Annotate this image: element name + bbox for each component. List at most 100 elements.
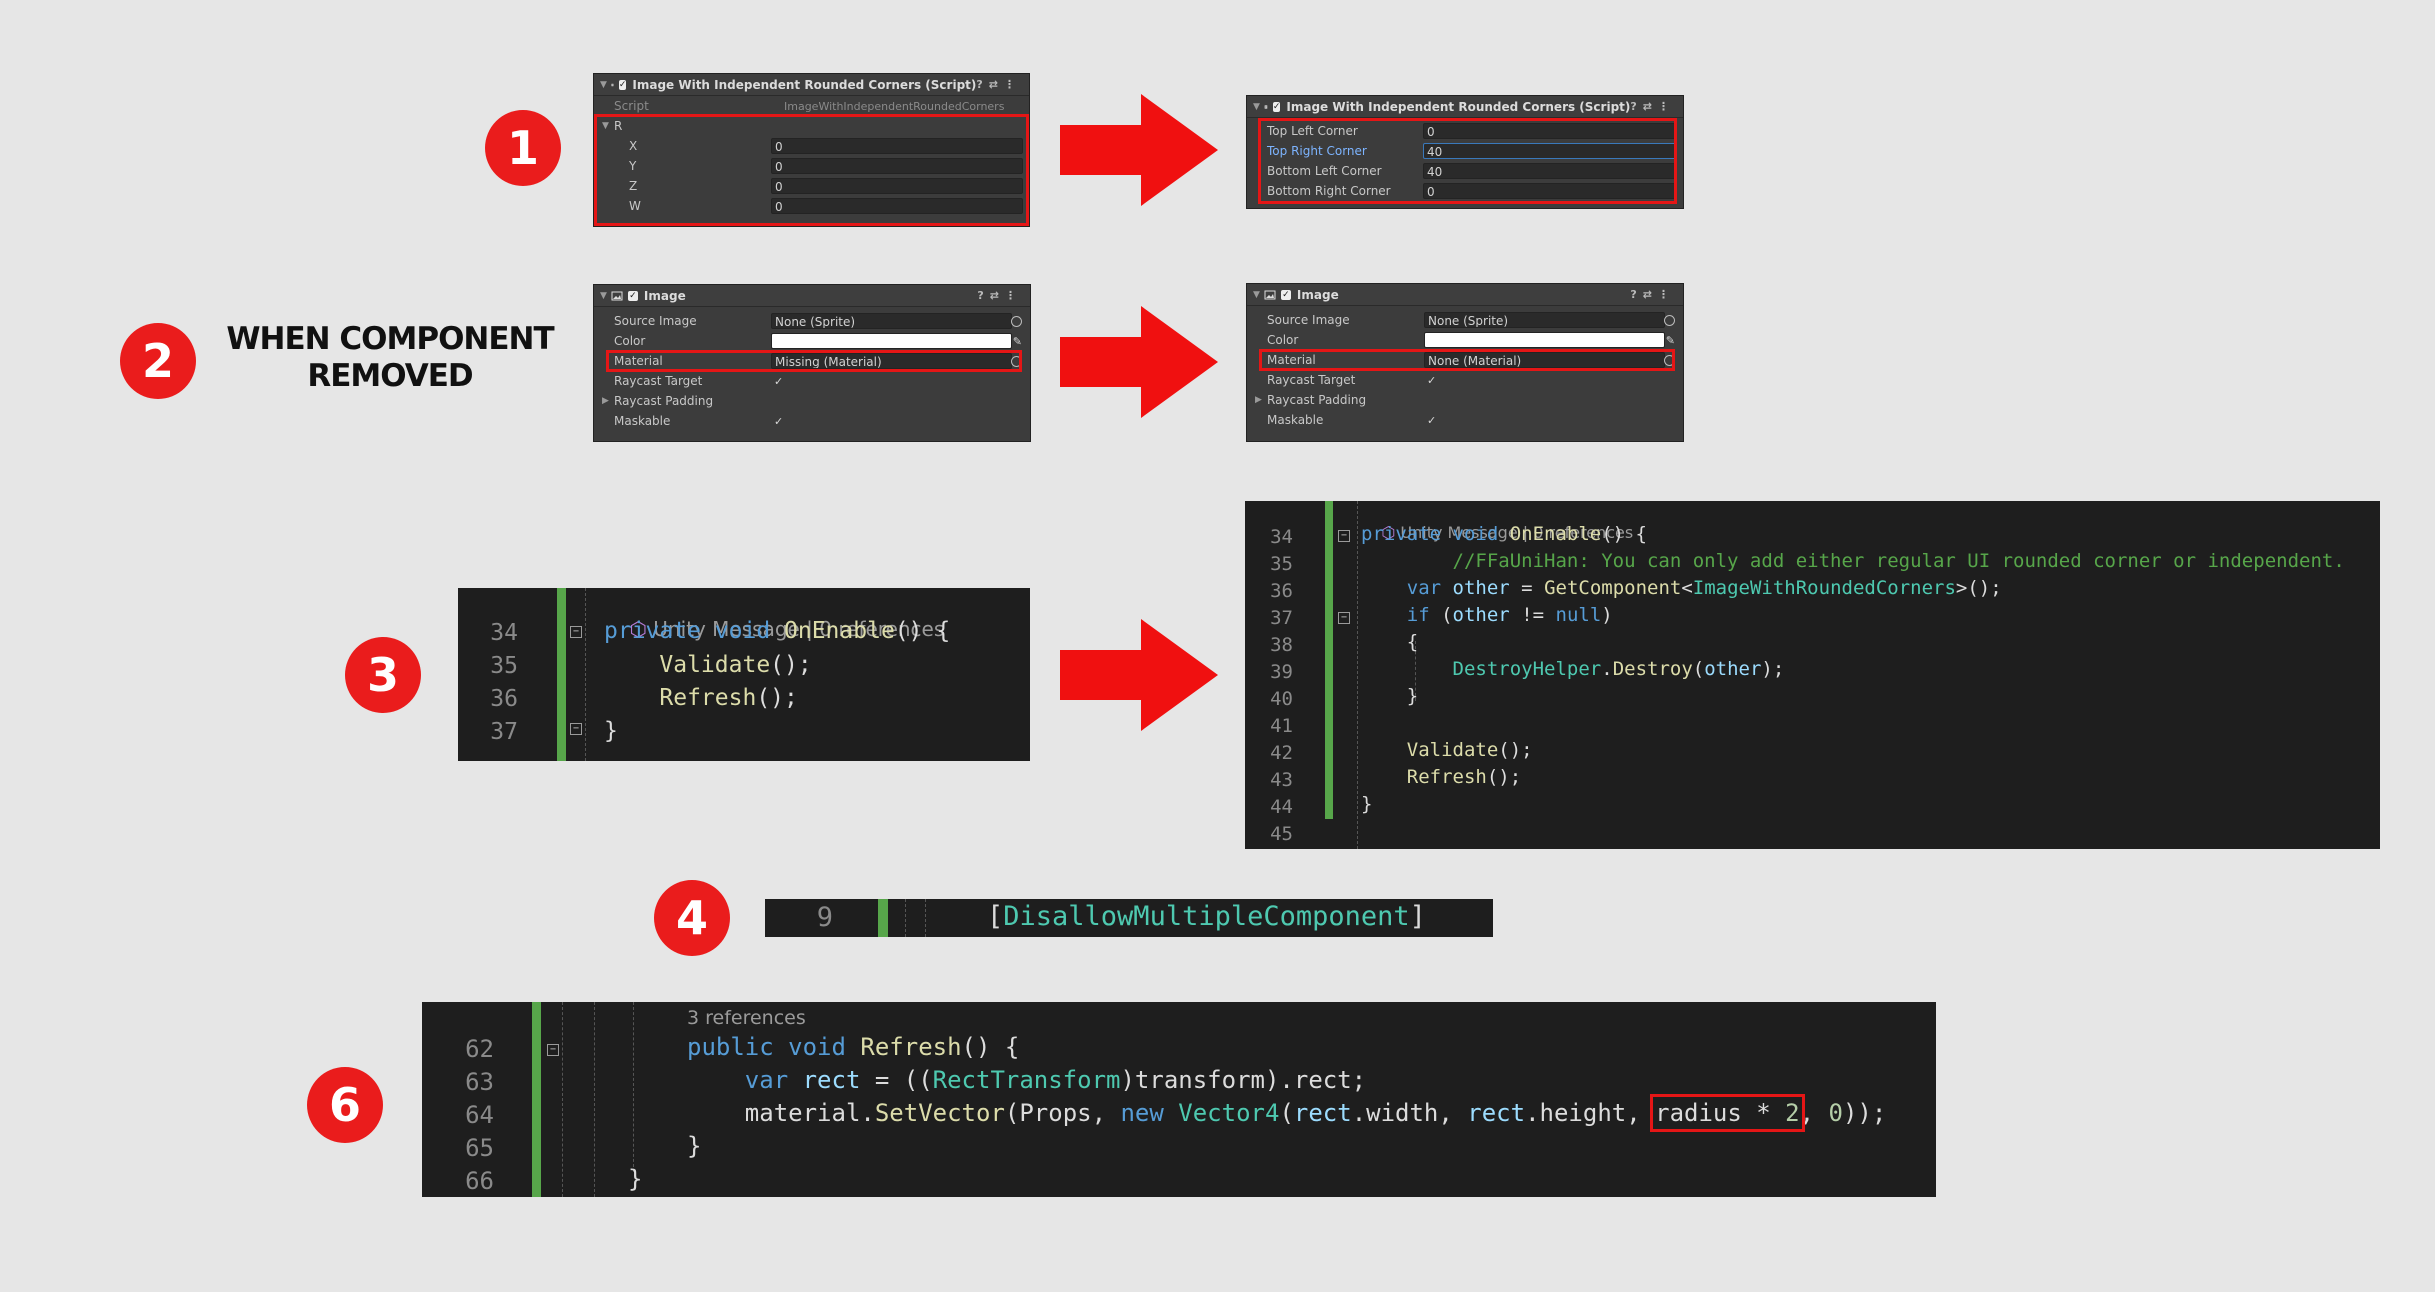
help-settings-menu-icons[interactable]: ?⇄⋮: [976, 78, 1021, 91]
enabled-checkbox[interactable]: ✓: [1280, 289, 1291, 300]
top-right-corner-label: Top Right Corner: [1267, 144, 1367, 158]
bottom-left-corner-label: Bottom Left Corner: [1267, 164, 1382, 178]
checkmark-icon[interactable]: ✓: [1427, 413, 1437, 427]
change-bar: [1325, 501, 1333, 819]
image-icon: [1264, 290, 1276, 299]
raycast-padding-label: Raycast Padding: [1267, 393, 1367, 407]
help-settings-menu-icons[interactable]: ?⇄⋮: [977, 289, 1022, 302]
fold-toggle-icon[interactable]: −: [1338, 612, 1350, 624]
codelens-text: Unity Message | 0 references: [653, 617, 945, 641]
raycast-padding-row[interactable]: ▶ Raycast Padding: [1247, 390, 1683, 410]
code-line: //FFaUniHan: You can only add either reg…: [1361, 550, 2345, 572]
inspector-rounded-corners-after: ▼ ✓ Image With Independent Rounded Corne…: [1246, 95, 1684, 209]
code-editor-onenable-after: ⬡ Unity Message | 0 references − − 34 35…: [1245, 501, 2380, 849]
color-swatch[interactable]: [1424, 332, 1665, 348]
raycast-padding-row[interactable]: ▶ Raycast Padding: [594, 391, 1030, 411]
z-label: Z: [629, 179, 638, 193]
codelens-hint[interactable]: ⬡ Unity Message | 0 references: [1361, 504, 1633, 561]
indent-guide: [1415, 641, 1416, 701]
w-field[interactable]: 0: [771, 198, 1023, 214]
component-header[interactable]: ▼ ✓ Image ?⇄⋮: [594, 285, 1030, 307]
step-badge-2: 2: [120, 323, 196, 399]
line-number: 9: [816, 902, 833, 933]
line-number: 66: [465, 1167, 494, 1195]
codelens-hint[interactable]: 3 references: [687, 1007, 806, 1029]
bottom-left-corner-field[interactable]: 40: [1423, 163, 1677, 179]
top-right-corner-field[interactable]: 40: [1423, 143, 1677, 159]
checkmark-icon[interactable]: ✓: [774, 414, 784, 428]
enabled-checkbox[interactable]: ✓: [1272, 101, 1281, 112]
foldout-icon[interactable]: ▶: [1255, 395, 1262, 405]
w-label: W: [629, 199, 641, 213]
eyedropper-icon[interactable]: ✎: [1012, 334, 1022, 348]
checkmark-icon[interactable]: ✓: [1427, 373, 1437, 387]
change-bar: [878, 899, 888, 937]
fold-toggle-icon[interactable]: −: [547, 1044, 559, 1056]
object-picker-icon[interactable]: [1011, 315, 1022, 327]
source-image-label: Source Image: [1267, 313, 1350, 327]
highlight-box: [594, 114, 1029, 226]
top-left-corner-field[interactable]: 0: [1423, 123, 1677, 139]
component-header[interactable]: ▼ ✓ Image ?⇄⋮: [1247, 284, 1683, 306]
code-line: material.SetVector(Props, new Vector4(re…: [687, 1094, 1887, 1132]
component-header[interactable]: ▼ ✓ Image With Independent Rounded Corne…: [594, 74, 1029, 96]
code-line: }: [687, 1132, 702, 1160]
x-field[interactable]: 0: [771, 138, 1023, 154]
enabled-checkbox[interactable]: ✓: [618, 79, 627, 90]
y-field[interactable]: 0: [771, 158, 1023, 174]
maskable-label: Maskable: [1267, 413, 1324, 427]
comment-text: //FFaUniHan: You can only add either reg…: [1406, 550, 2345, 572]
line-number: 39: [1270, 661, 1293, 683]
checkmark-icon[interactable]: ✓: [774, 374, 784, 388]
help-settings-menu-icons[interactable]: ?⇄⋮: [1630, 100, 1675, 113]
highlight-box: [1258, 118, 1677, 204]
r-foldout-row[interactable]: ▼ R: [594, 116, 1029, 136]
fold-toggle-icon[interactable]: −: [1338, 530, 1350, 542]
code-line: {: [1361, 631, 1419, 653]
fold-toggle-icon[interactable]: −: [570, 723, 582, 735]
help-settings-menu-icons[interactable]: ?⇄⋮: [1630, 288, 1675, 301]
vector-row-x: X 0: [594, 136, 1029, 156]
enabled-checkbox[interactable]: ✓: [627, 290, 638, 301]
code-line: private void OnEnable() {: [604, 618, 951, 644]
indent-guide: [633, 1002, 634, 1172]
foldout-icon[interactable]: ▶: [602, 396, 609, 406]
bottom-right-corner-row: Bottom Right Corner 0: [1247, 181, 1683, 201]
code-line: public void Refresh() {: [687, 1033, 1020, 1061]
line-number: 41: [1270, 715, 1293, 737]
foldout-icon[interactable]: ▼: [1253, 289, 1260, 300]
foldout-icon[interactable]: ▼: [602, 121, 609, 131]
highlight-box: [606, 350, 1022, 372]
material-field[interactable]: None (Material): [1424, 352, 1665, 368]
source-image-label: Source Image: [614, 314, 697, 328]
fold-toggle-icon[interactable]: −: [570, 626, 582, 638]
top-left-corner-row: Top Left Corner 0: [1247, 121, 1683, 141]
source-image-field[interactable]: None (Sprite): [771, 313, 1012, 329]
material-field[interactable]: Missing (Material): [771, 353, 1012, 369]
unity-icon: ⬡: [1381, 523, 1401, 542]
code-line: var other = GetComponent<ImageWithRounde…: [1406, 577, 2002, 599]
attribute-text: DisallowMultipleComponent: [1003, 901, 1410, 932]
component-header[interactable]: ▼ ✓ Image With Independent Rounded Corne…: [1247, 96, 1683, 118]
object-picker-icon[interactable]: [1664, 314, 1675, 326]
codelens-hint[interactable]: ⬡ Unity Message | 0 references: [604, 593, 944, 665]
highlight-box: [1259, 349, 1675, 371]
source-image-field[interactable]: None (Sprite): [1424, 312, 1665, 328]
color-swatch[interactable]: [771, 333, 1012, 349]
caption-line-1: WHEN COMPONENT: [226, 321, 554, 357]
indent-guide: [905, 899, 906, 937]
line-number: 38: [1270, 634, 1293, 656]
step-badge-3: 3: [345, 637, 421, 713]
line-number: 34: [490, 620, 518, 646]
code-line: }: [1361, 685, 1419, 707]
foldout-icon[interactable]: ▼: [600, 79, 607, 90]
indent-guide: [594, 1002, 595, 1197]
foldout-icon[interactable]: ▼: [1253, 101, 1260, 112]
z-field[interactable]: 0: [771, 178, 1023, 194]
foldout-icon[interactable]: ▼: [600, 290, 607, 301]
eyedropper-icon[interactable]: ✎: [1665, 333, 1675, 347]
line-number: 37: [1270, 607, 1293, 629]
material-row: Material None (Material): [1247, 350, 1683, 370]
arrow-icon: [1060, 306, 1218, 418]
line-number: 40: [1270, 688, 1293, 710]
